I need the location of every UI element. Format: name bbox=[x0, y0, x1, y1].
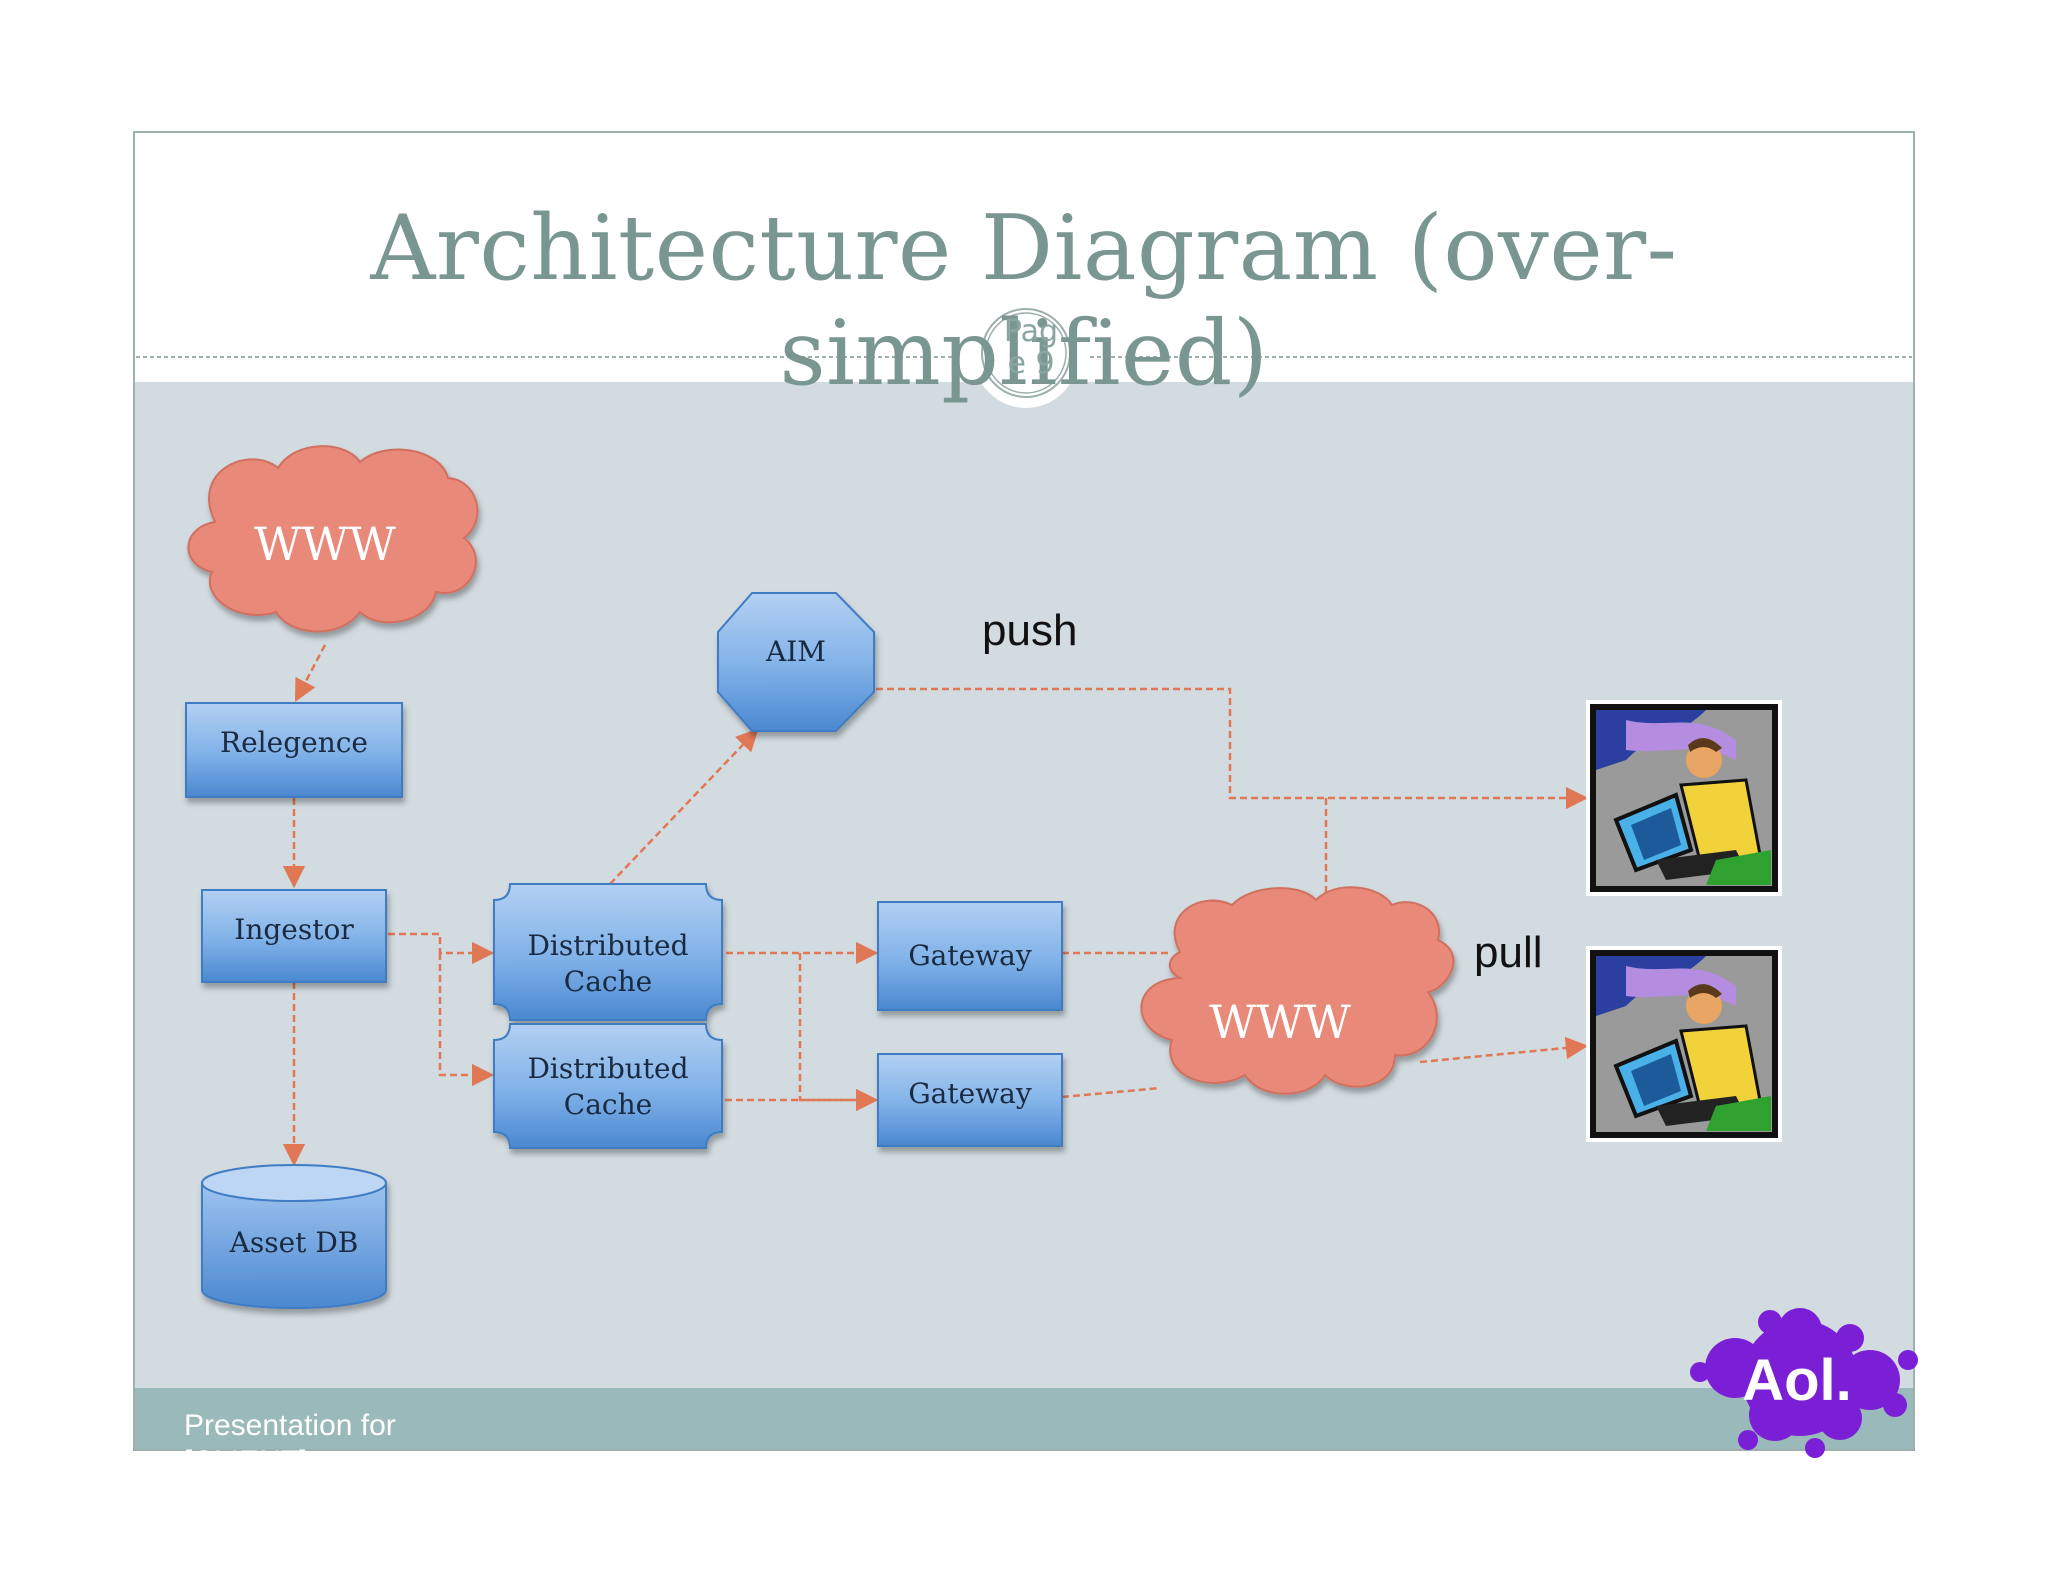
ingestor-label: Ingestor bbox=[234, 913, 354, 946]
distributed-cache-1-shape bbox=[493, 883, 723, 1021]
page-number-badge bbox=[974, 304, 1078, 408]
ingestor-box bbox=[201, 889, 387, 983]
arrow-cache1-to-gateway2 bbox=[798, 953, 879, 1112]
slide-title: Architecture Diagram (over-simplified) bbox=[370, 196, 1678, 406]
cache2-label-line2: Cache bbox=[564, 1088, 652, 1121]
connectors bbox=[282, 644, 1589, 1167]
gateway1-label: Gateway bbox=[908, 939, 1032, 972]
relegence-label: Relegence bbox=[220, 726, 368, 759]
relegence-box bbox=[185, 702, 403, 798]
footer-band bbox=[135, 1388, 1913, 1449]
arrow-ingestor-to-cache2 bbox=[438, 953, 495, 1087]
svg-text:Aol.: Aol. bbox=[1742, 1348, 1852, 1413]
page-number: Pag e 9 bbox=[991, 316, 1071, 380]
arrow-aim-push-to-user bbox=[876, 687, 1589, 810]
www-cloud-mid bbox=[1140, 886, 1455, 1095]
cache2-label-line1: Distributed bbox=[527, 1052, 688, 1085]
aim-label: AIM bbox=[765, 635, 826, 668]
page-number-line-1: Pag bbox=[1003, 314, 1059, 349]
www-mid-label: WWW bbox=[1209, 995, 1352, 1049]
cache1-label-line2: Cache bbox=[564, 965, 652, 998]
gateway-1-box bbox=[877, 901, 1063, 1011]
pull-label: pull bbox=[1474, 928, 1543, 977]
push-label: push bbox=[982, 606, 1078, 655]
www-top-label: WWW bbox=[254, 517, 397, 571]
arrow-ingestor-to-cache1 bbox=[388, 932, 495, 965]
arrow-cache1-to-aim bbox=[609, 728, 759, 885]
aim-octagon bbox=[717, 592, 875, 732]
gateway-2-box bbox=[877, 1053, 1063, 1147]
asset-db-label: Asset DB bbox=[229, 1226, 359, 1259]
asset-db-cylinder bbox=[201, 1164, 387, 1309]
page-number-line-2: e 9 bbox=[1007, 346, 1055, 381]
line-gateway2-to-www bbox=[1061, 1086, 1161, 1099]
footer-text: Presentation for [CLIENT] bbox=[184, 1409, 396, 1454]
gateway2-label: Gateway bbox=[908, 1077, 1032, 1110]
user-at-computer-icon bbox=[1586, 946, 1782, 1142]
cache1-label-line1: Distributed bbox=[527, 929, 688, 962]
distributed-cache-2-shape bbox=[493, 1023, 723, 1149]
user-at-computer-icon bbox=[1586, 700, 1782, 896]
page-number-ring bbox=[981, 308, 1071, 398]
node-labels: WWW WWW Relegence Ingestor Asset DB Dist… bbox=[220, 517, 1352, 1259]
page-number-ring bbox=[985, 312, 1067, 394]
arrow-www-pull-to-user bbox=[1419, 1036, 1589, 1064]
www-cloud-top bbox=[187, 445, 479, 633]
aol-logo: Aol. bbox=[1690, 1308, 1918, 1458]
